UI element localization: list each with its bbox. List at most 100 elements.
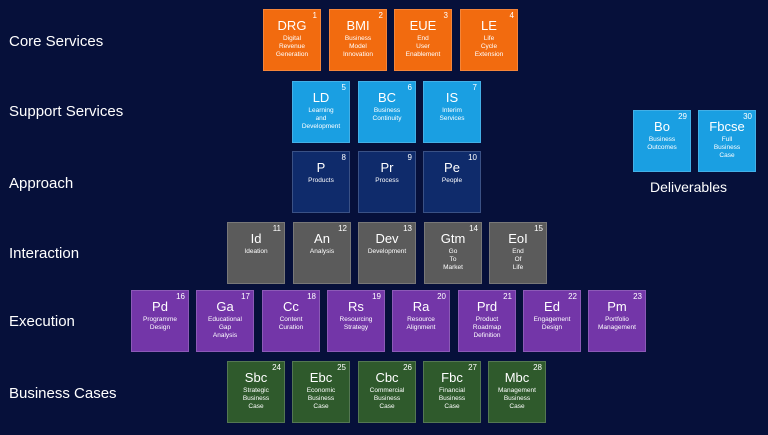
row-label: Interaction [9,245,80,262]
tile-number: 27 [468,363,477,372]
tile-number: 9 [407,153,412,162]
tile-description: Portfolio Management [598,315,636,331]
tile-description: Programme Design [143,315,177,331]
tile-symbol: Fbcse [709,119,745,134]
tile-number: 7 [472,83,477,92]
tile-number: 23 [633,292,642,301]
tile-number: 6 [407,83,412,92]
tile-number: 29 [678,112,687,121]
tile-number: 20 [437,292,446,301]
tile-description: Resource Alignment [406,315,436,331]
tile-symbol: Pr [380,160,394,175]
tile-description: Business Outcomes [647,135,677,151]
tile-symbol: P [316,160,326,175]
tile-number: 19 [372,292,381,301]
tile-number: 1 [312,11,317,20]
tile-number: 3 [443,11,448,20]
tile-symbol: Id [250,231,262,246]
tile-description: Management Business Case [498,386,536,410]
tile-description: Full Business Case [713,135,741,159]
tile-description: Financial Business Case [438,386,466,410]
tile-symbol: Mbc [504,370,530,385]
tile-symbol: IS [445,90,459,105]
row-label: Approach [9,175,74,192]
tile-number: 15 [534,224,543,233]
tile-symbol: Dev [375,231,399,246]
tile-symbol: An [314,231,330,246]
tile-number: 30 [743,112,752,121]
tile-symbol: Ed [544,299,560,314]
tile-description: Engagement Design [533,315,571,331]
tile-symbol: Pd [152,299,168,314]
tile-description: Educational Gap Analysis [208,315,242,339]
tile-description: Business Continuity [372,106,402,122]
tile-description: Product Roadmap Definition [472,315,502,339]
tile-number: 10 [468,153,477,162]
tile-number: 17 [241,292,250,301]
tile-number: 13 [403,224,412,233]
tile-number: 2 [378,11,383,20]
tile-symbol: Bo [654,119,670,134]
tile-description: Strategic Business Case [242,386,270,410]
tile-number: 22 [568,292,577,301]
tile-description: Commercial Business Case [369,386,405,410]
tile-symbol: Pm [607,299,627,314]
row-label: Execution [9,313,75,330]
tile-description: Content Curation [278,315,304,331]
tile-description: Business Model Innovation [343,34,373,58]
tile-description: Analysis [309,247,335,255]
tile-symbol: Prd [476,299,498,314]
tile-symbol: DRG [277,18,307,33]
tile-description: End User Enablement [405,34,441,58]
tile-symbol: Gtm [440,231,466,246]
tile-description: Process [375,176,399,184]
tile-symbol: Ebc [309,370,333,385]
tile-description: Life Cycle Extension [474,34,504,58]
tile-number: 18 [307,292,316,301]
tile-description: Economic Business Case [306,386,336,410]
tile-number: 14 [469,224,478,233]
tile-symbol: BMI [346,18,370,33]
row-label: Support Services [9,103,124,120]
row-label: Business Cases [9,385,117,402]
tile-symbol: Pe [444,160,460,175]
tile-description: Learning and Development [301,106,341,130]
tile-symbol: LE [481,18,497,33]
tile-number: 11 [272,224,281,233]
tile-description: Go To Market [443,247,463,271]
deliverables-label: Deliverables [650,179,728,195]
tile-number: 16 [176,292,185,301]
tile-symbol: Rs [348,299,364,314]
tile-symbol: Sbc [244,370,268,385]
tile-number: 12 [338,224,347,233]
tile-symbol: Fbc [441,370,463,385]
tile-number: 5 [341,83,346,92]
tile-number: 26 [403,363,412,372]
tile-description: Digital Revenue Generation [275,34,309,58]
